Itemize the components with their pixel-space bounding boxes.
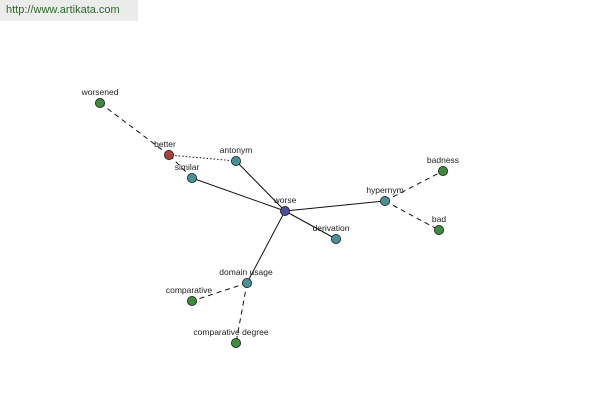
edge-domain-usage-comparative xyxy=(191,282,248,302)
node-better[interactable] xyxy=(163,149,174,160)
label-antonym: antonym xyxy=(220,145,253,155)
label-worse: worse xyxy=(273,195,297,205)
node-antonym[interactable] xyxy=(230,155,241,166)
node-badness[interactable] xyxy=(437,165,448,176)
node-comparative-degree[interactable] xyxy=(230,337,241,348)
node-worse[interactable] xyxy=(279,205,290,216)
label-hypernym: hypernym xyxy=(366,185,403,195)
edge-hypernym-bad xyxy=(384,200,440,231)
label-worsened: worsened xyxy=(81,87,119,97)
label-bad: bad xyxy=(432,214,446,224)
edge-similar-better xyxy=(168,154,193,179)
label-badness: badness xyxy=(427,155,459,165)
node-hypernym[interactable] xyxy=(379,195,390,206)
edge-better-worsened xyxy=(99,102,170,156)
graph-edges xyxy=(99,102,444,344)
label-derivation: derivation xyxy=(313,223,350,233)
source-url-link[interactable]: http://www.artikata.com xyxy=(0,0,138,21)
node-bad[interactable] xyxy=(433,224,444,235)
node-worsened[interactable] xyxy=(95,98,106,109)
node-similar[interactable] xyxy=(186,172,197,183)
node-derivation[interactable] xyxy=(330,233,341,244)
edge-worse-similar xyxy=(191,177,286,212)
label-domain-usage: domain usage xyxy=(219,267,273,277)
edge-worse-domain-usage xyxy=(246,210,286,284)
graph-labels: worsened better antonym similar badness … xyxy=(81,87,460,337)
label-comparative: comparative xyxy=(166,285,213,295)
edge-worse-hypernym xyxy=(284,200,386,212)
edge-hypernym-badness xyxy=(384,170,444,202)
edge-domain-usage-comparative-degree xyxy=(235,282,248,344)
edge-antonym-better xyxy=(168,154,237,162)
graph-nodes xyxy=(95,98,448,348)
label-similar: similar xyxy=(175,162,200,172)
edge-worse-derivation xyxy=(284,210,337,240)
label-better: better xyxy=(154,139,176,149)
node-domain-usage[interactable] xyxy=(241,277,252,288)
edge-worse-antonym xyxy=(235,160,286,212)
node-comparative[interactable] xyxy=(186,295,197,306)
label-comparative-degree: comparative degree xyxy=(193,327,268,337)
